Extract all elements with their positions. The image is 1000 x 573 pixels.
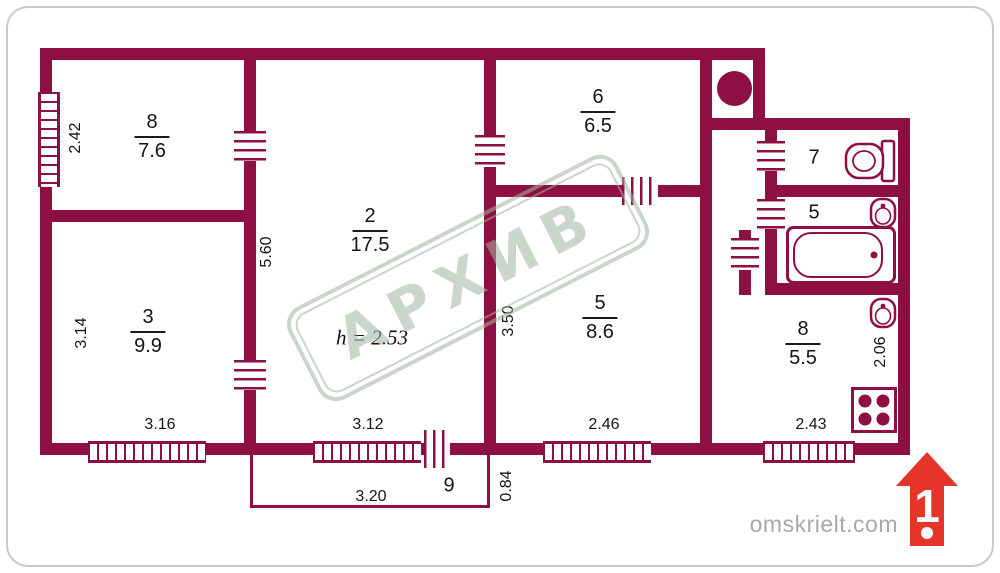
room-area: 5.5 <box>789 347 817 369</box>
window <box>313 441 421 463</box>
room-number: 3 <box>130 306 166 333</box>
watermark-text: АРХИВ <box>290 158 646 398</box>
wall-shaft-right <box>753 48 765 130</box>
dimension-balcony-depth: 0.84 <box>498 470 515 502</box>
room-label-bath: 5 <box>808 201 820 224</box>
balcony-wall-right <box>487 455 490 508</box>
dimension-room8-left: 2.42 <box>67 122 84 154</box>
logo-house-icon: 1 <box>896 452 958 546</box>
dimension-room3-left: 3.14 <box>73 317 90 349</box>
wall-topright-horiz <box>700 118 910 130</box>
wall-room6-right <box>700 48 712 455</box>
sink-icon <box>869 297 897 329</box>
wall-wc-bath-divider <box>765 185 910 197</box>
room-area: 9.9 <box>134 335 162 357</box>
sink-icon <box>869 197 897 229</box>
room-label-bottom-left: 3 9.9 <box>130 306 166 358</box>
room-label-top-left: 8 7.6 <box>134 111 170 163</box>
toilet-icon <box>844 139 896 183</box>
wall-bath-bottom <box>765 283 910 295</box>
room-label-balcony: 9 <box>443 474 455 497</box>
dimension-kitchen-bottom: 2.43 <box>795 416 827 433</box>
wall-outer-top <box>40 48 765 60</box>
site-credit: omskrielt.com <box>749 511 898 537</box>
dimension-room5-bottom: 2.46 <box>588 416 620 433</box>
room-number: 5 <box>582 292 618 319</box>
room-number: 8 <box>134 111 170 138</box>
door-opening <box>622 177 658 205</box>
door-opening <box>234 360 266 390</box>
room-label-wc: 7 <box>808 146 820 169</box>
room-number: 8 <box>785 318 821 345</box>
ceiling-height-label: h = 2.53 <box>336 325 408 350</box>
window <box>543 441 651 463</box>
door-opening <box>757 141 785 171</box>
window <box>763 441 855 463</box>
room-area: 6.5 <box>584 115 612 137</box>
room-area: 17.5 <box>350 234 390 256</box>
room-area: 7.6 <box>138 140 166 162</box>
door-opening <box>475 135 505 167</box>
room-label-top-right: 6 6.5 <box>580 86 616 138</box>
logo-number: 1 <box>914 480 940 532</box>
room-area: 8.6 <box>586 321 614 343</box>
wall-left-center <box>244 48 256 455</box>
room-number: 6 <box>580 86 616 113</box>
stove-icon <box>851 387 897 433</box>
dimension-room2-height: 5.60 <box>258 236 275 268</box>
watermark: АРХИВ <box>280 147 656 409</box>
wall-room8-room3 <box>40 210 256 222</box>
wall-outer-bottom <box>40 443 910 455</box>
dimension-kitchen-right: 2.06 <box>872 336 889 368</box>
vent-circle <box>717 71 752 106</box>
room-number: 2 <box>352 205 388 232</box>
door-opening <box>731 238 759 270</box>
dimension-room3-bottom: 3.16 <box>144 416 176 433</box>
door-opening <box>757 199 785 229</box>
balcony-wall-left <box>250 455 253 508</box>
door-opening <box>234 131 266 161</box>
bathtub-icon <box>786 226 896 284</box>
window <box>38 92 60 187</box>
dimension-room2-bottom: 3.12 <box>352 416 384 433</box>
window <box>88 441 206 463</box>
watermark-box: АРХИВ <box>280 147 656 409</box>
dimension-balcony-width: 3.20 <box>355 488 387 505</box>
door-opening <box>424 430 450 468</box>
room-label-center: 2 17.5 <box>351 205 390 257</box>
balcony-wall-bottom <box>250 505 490 508</box>
room-label-kitchen: 8 5.5 <box>785 318 821 370</box>
room-label-mid-right: 5 8.6 <box>582 292 618 344</box>
